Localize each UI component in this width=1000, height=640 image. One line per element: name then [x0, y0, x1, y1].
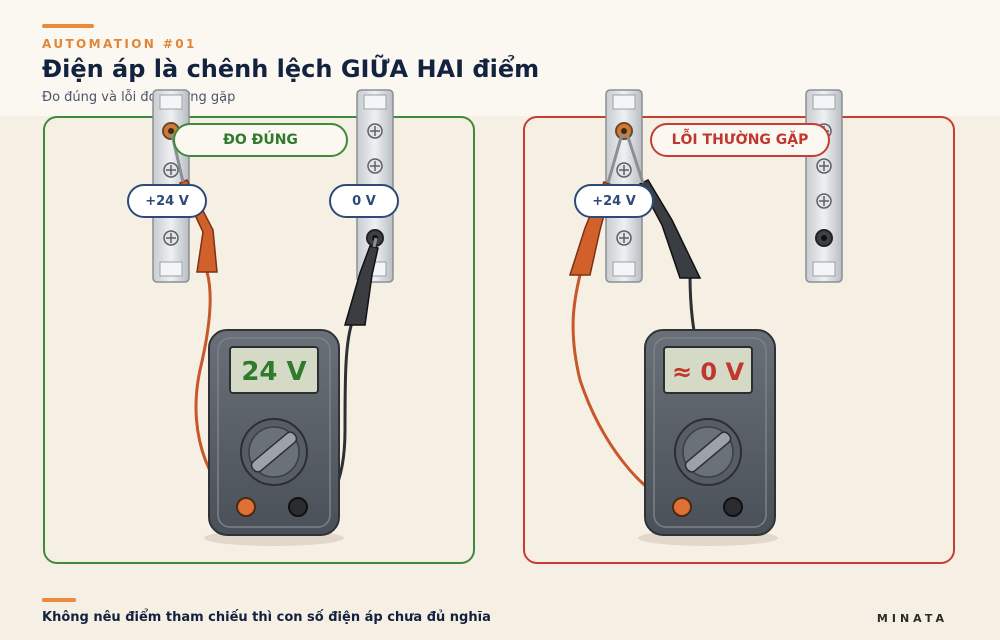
panel-mistake	[523, 116, 955, 564]
label-plus24v: +24 V	[127, 184, 207, 218]
footer-accent-bar	[42, 598, 76, 602]
meter-reading-correct: 24 V	[241, 357, 306, 387]
black-jack	[288, 497, 308, 517]
black-probe	[344, 237, 379, 326]
brand-logo: MINATA	[876, 612, 948, 625]
footer-note: Không nêu điểm tham chiếu thì con số điệ…	[42, 610, 491, 625]
multimeter-correct: 24 V	[204, 329, 344, 546]
red-jack	[236, 497, 256, 517]
label-0v: 0 V	[329, 184, 399, 218]
terminal-rail-d	[805, 89, 843, 283]
page-title: Điện áp là chênh lệch GIỮA HAI điểm	[42, 55, 540, 83]
multimeter-mistake: ≈ 0 V	[638, 329, 778, 546]
panel-correct	[43, 116, 475, 564]
accent-bar	[42, 24, 94, 28]
label-plus24v-shared: +24 V	[574, 184, 654, 218]
badge-correct: ĐO ĐÚNG	[173, 123, 348, 157]
black-probe-shared	[625, 133, 702, 279]
badge-mistake: LỖI THƯỜNG GẶP	[650, 123, 830, 157]
meter-reading-mistake: ≈ 0 V	[672, 358, 745, 386]
series-tag: AUTOMATION #01	[42, 37, 197, 51]
